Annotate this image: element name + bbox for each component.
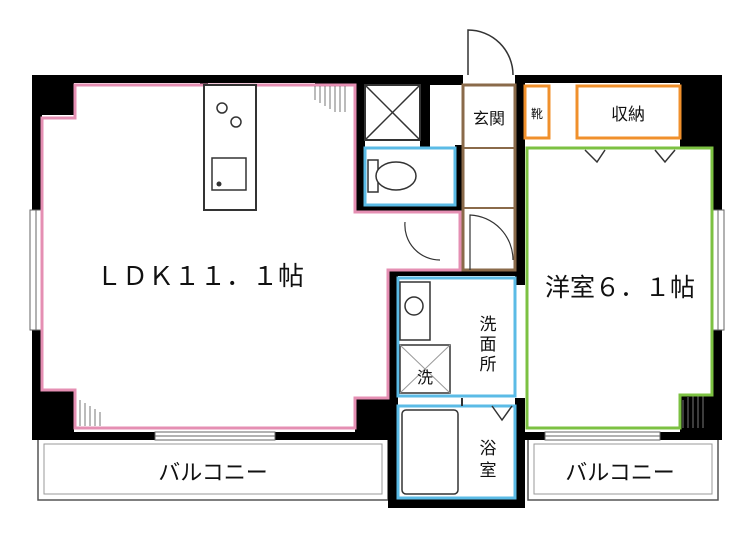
basin-icon bbox=[404, 296, 424, 316]
washer-label: 洗 bbox=[417, 368, 433, 387]
western-label: 洋室６．１帖 bbox=[545, 273, 695, 302]
entrance-door-icon bbox=[467, 29, 514, 76]
windows bbox=[29, 209, 725, 441]
balcony-left-label: バルコニー bbox=[158, 461, 268, 486]
washroom-label-3: 所 bbox=[480, 355, 497, 375]
washroom bbox=[396, 276, 517, 398]
washroom-label-1: 洗 bbox=[480, 315, 497, 335]
toilet-icon bbox=[375, 161, 417, 191]
washroom-label-2: 面 bbox=[480, 335, 497, 355]
stove-burner-icon bbox=[230, 116, 242, 128]
toilet-room bbox=[363, 146, 457, 207]
balcony-left bbox=[37, 437, 389, 501]
bathtub-icon bbox=[401, 409, 459, 495]
storage-box bbox=[575, 84, 682, 140]
balcony-right-label: バルコニー bbox=[565, 461, 675, 486]
door-swing-icon bbox=[404, 221, 441, 261]
storage-label: 収納 bbox=[611, 105, 645, 125]
entrance-label: 玄関 bbox=[473, 109, 505, 128]
shoe-label: 靴 bbox=[531, 107, 543, 121]
balcony-right bbox=[527, 437, 719, 501]
duct-box bbox=[364, 84, 421, 141]
bath-label-1: 浴 bbox=[480, 439, 497, 459]
kitchen-counter bbox=[203, 84, 257, 211]
western-room bbox=[525, 146, 714, 430]
entrance-area bbox=[404, 29, 517, 272]
ldk-label: ＬＤＫ１１．１帖 bbox=[96, 262, 304, 292]
stove-burner-icon bbox=[216, 102, 228, 114]
bath-label-2: 室 bbox=[480, 461, 497, 481]
door-swing-icon bbox=[469, 214, 514, 270]
ldk-outline bbox=[40, 83, 462, 430]
shoe-cabinet bbox=[523, 84, 551, 140]
bathroom bbox=[396, 404, 517, 500]
